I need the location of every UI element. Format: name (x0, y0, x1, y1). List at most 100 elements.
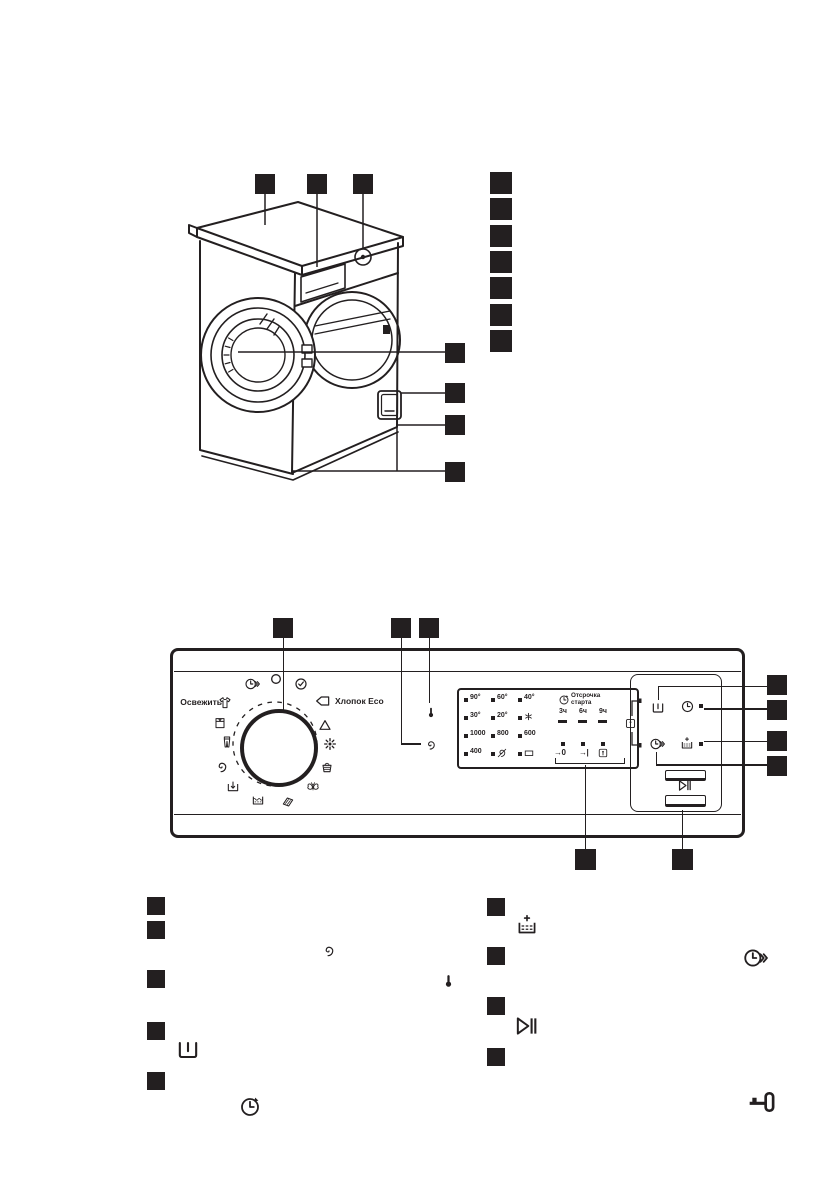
spin-spiral-icon (424, 738, 438, 752)
callout-line (282, 638, 284, 710)
callout-marker (445, 415, 465, 435)
product-overview-figure (188, 172, 512, 482)
door-indicator-square (637, 743, 642, 748)
time-saver-program-icon (244, 676, 260, 692)
delay-indicator-dash (578, 720, 587, 723)
off-position-icon (268, 671, 284, 687)
callout-marker (672, 849, 693, 870)
delay-indicator-dash (558, 720, 567, 723)
legend-marker (147, 1022, 165, 1040)
jeans-program-icon (219, 734, 235, 750)
door-locked-icon (624, 717, 637, 730)
cold-wash-icon (523, 711, 534, 722)
indicator-square (464, 716, 468, 720)
callout-marker (767, 675, 787, 695)
spin-600: 600 (524, 730, 536, 737)
door-indicator-square (637, 698, 642, 703)
legend-marker (487, 1048, 505, 1066)
callout-marker (490, 198, 512, 220)
door-drawing (200, 297, 316, 413)
callout-marker (767, 731, 787, 751)
delay-start-clock-icon (558, 694, 570, 706)
spin-800: 800 (497, 730, 509, 737)
callout-line (704, 740, 767, 742)
display-block: 90° 60° 40° 30° 20° 1000 800 600 400 (457, 688, 639, 769)
indicator-square (518, 698, 522, 702)
callout-marker (445, 462, 465, 482)
callout-marker (445, 343, 465, 363)
legend-marker (487, 947, 505, 965)
sport-program-icon (319, 759, 335, 775)
delay-start-button-icon[interactable] (680, 699, 695, 714)
darks-program-icon (280, 794, 296, 810)
indicator-square (518, 734, 522, 738)
callout-marker (490, 304, 512, 326)
extra-rinse-button-icon[interactable] (679, 736, 695, 752)
callout-marker (273, 618, 293, 638)
dial-knob-drawing (354, 248, 372, 266)
indicator-square (491, 698, 495, 702)
time-saver-button-icon[interactable] (649, 736, 665, 752)
delay-indicator-dash (598, 720, 607, 723)
control-panel-figure: Освежить Хлопок Eco 90° 60° 40° 30° (170, 648, 745, 838)
phase-indicator-square (561, 742, 565, 746)
callout-marker (490, 251, 512, 273)
callout-marker (391, 618, 411, 638)
drain-program-icon (225, 779, 241, 795)
dial-label-cotton-eco: Хлопок Eco (335, 696, 384, 706)
delicates-program-icon (305, 779, 321, 795)
callout-marker (767, 756, 787, 776)
callout-marker (419, 618, 439, 638)
extra-rinse-indicator (699, 742, 703, 746)
callout-marker (575, 849, 596, 870)
dial-label-refresh: Освежить (180, 697, 222, 707)
legend-marker (147, 1072, 165, 1090)
thermometer-icon (441, 968, 456, 994)
temp-20: 20° (497, 712, 508, 719)
callout-marker (353, 174, 373, 194)
delay-start-title: Отсрочка старта (571, 692, 601, 706)
callout-marker (490, 172, 512, 194)
start-pause-icon (676, 777, 693, 794)
start-pause-icon (512, 1012, 540, 1040)
callout-line (658, 685, 767, 687)
callout-marker (767, 700, 787, 720)
programme-dial[interactable] (240, 709, 318, 787)
spin-1000: 1000 (470, 730, 486, 737)
spin-spiral-icon (321, 943, 337, 959)
callout-line (400, 638, 402, 744)
legend-marker (147, 897, 165, 915)
shirts-program-icon (212, 715, 228, 731)
rinse-hold-button-icon[interactable] (650, 700, 666, 716)
temp-40: 40° (524, 694, 535, 701)
temp-90: 90° (470, 694, 481, 701)
indicator-square (518, 716, 522, 720)
indicator-square (464, 752, 468, 756)
indicator-square (491, 752, 495, 756)
button-bar[interactable] (665, 770, 706, 781)
legend-marker (487, 898, 505, 916)
spin-program-icon (214, 759, 230, 775)
door-lock-indicator-cluster (631, 698, 642, 748)
synthetics-program-icon (317, 717, 333, 733)
child-lock-key-icon (747, 1086, 779, 1118)
control-panel-outline (170, 648, 745, 838)
delay-9h: 9ч (599, 708, 607, 715)
delay-start-indicator (699, 704, 703, 708)
indicator-square (491, 734, 495, 738)
washing-machine-drawing (188, 201, 404, 481)
indicator-square (518, 752, 522, 756)
callout-line (584, 765, 586, 849)
rinse-hold-tub-icon (174, 1036, 202, 1064)
callout-marker (490, 330, 512, 352)
phase-indicator-square (581, 742, 585, 746)
start-pause-button[interactable] (665, 795, 706, 807)
display-callout-bracket (555, 758, 625, 764)
callout-marker (445, 383, 465, 403)
callout-line (401, 743, 421, 745)
callout-line (704, 708, 767, 710)
detergent-drawer (300, 263, 346, 303)
favourite-program-icon (293, 676, 309, 692)
indicator-square (491, 716, 495, 720)
delay-3h: 3ч (559, 708, 567, 715)
